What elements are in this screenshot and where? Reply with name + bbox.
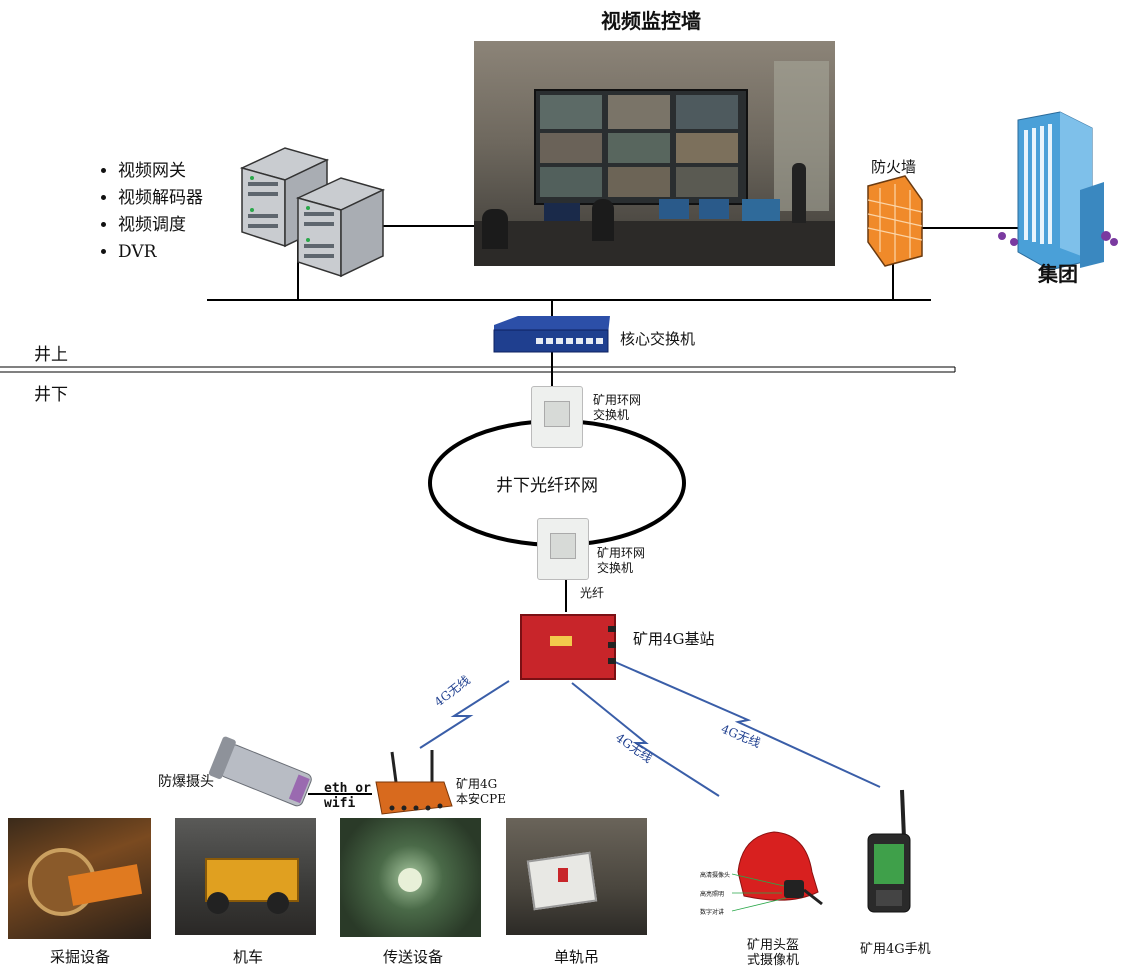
helmet-callout-2: 高亮照明 bbox=[700, 891, 725, 898]
base-station-icon bbox=[520, 614, 616, 680]
mining-phone-label: 矿用4G手机 bbox=[860, 942, 931, 957]
eth-wifi-label: eth or wifi bbox=[324, 781, 371, 811]
equipment-photo-locomotive bbox=[175, 818, 316, 935]
ring-switch-bottom-icon bbox=[537, 518, 589, 580]
wireless-link-phone bbox=[614, 661, 881, 788]
equipment-photo-conveyor bbox=[340, 818, 481, 937]
cpe-label: 矿用4G 本安CPE bbox=[456, 777, 507, 806]
equipment-label-mining: 采掘设备 bbox=[50, 948, 111, 966]
bullet-item: DVR bbox=[118, 239, 203, 266]
ring-switch-top-icon bbox=[531, 386, 583, 448]
core-switch-label: 核心交换机 bbox=[620, 330, 696, 348]
equipment-label-locomotive: 机车 bbox=[233, 948, 264, 966]
ring-switch-top-label: 矿用环网 交换机 bbox=[593, 393, 642, 422]
above-ground-label: 井上 bbox=[34, 345, 68, 365]
video-wall-photo bbox=[474, 41, 835, 266]
helmet-callout-1: 高清摄像头 bbox=[700, 872, 731, 879]
wireless-link-cpe bbox=[419, 680, 510, 749]
firewall-label: 防火墙 bbox=[871, 158, 917, 176]
fiber-label: 光纤 bbox=[580, 586, 605, 600]
equipment-label-monorail: 单轨吊 bbox=[554, 948, 600, 966]
bullet-item: 视频网关 bbox=[118, 158, 203, 185]
equipment-photo-mining bbox=[8, 818, 151, 939]
helmet-callout-3: 数字对讲 bbox=[700, 909, 725, 916]
bullet-item: 视频调度 bbox=[118, 212, 203, 239]
group-label: 集团 bbox=[1038, 262, 1078, 286]
base-station-label: 矿用4G基站 bbox=[633, 630, 715, 648]
equipment-photo-monorail bbox=[506, 818, 647, 935]
equipment-label-conveyor: 传送设备 bbox=[383, 948, 444, 966]
wireless-link-helmet bbox=[571, 682, 720, 797]
below-ground-label: 井下 bbox=[34, 385, 68, 405]
server-functions-list: 视频网关 视频解码器 视频调度 DVR bbox=[92, 158, 203, 266]
bullet-item: 视频解码器 bbox=[118, 185, 203, 212]
helmet-camera-label: 矿用头盔 式摄像机 bbox=[747, 938, 800, 968]
page-title: 视频监控墙 bbox=[601, 9, 701, 33]
ring-switch-bottom-label: 矿用环网 交换机 bbox=[597, 546, 646, 575]
fiber-ring-label: 井下光纤环网 bbox=[496, 476, 598, 496]
camera-label: 防爆摄头 bbox=[158, 774, 214, 790]
